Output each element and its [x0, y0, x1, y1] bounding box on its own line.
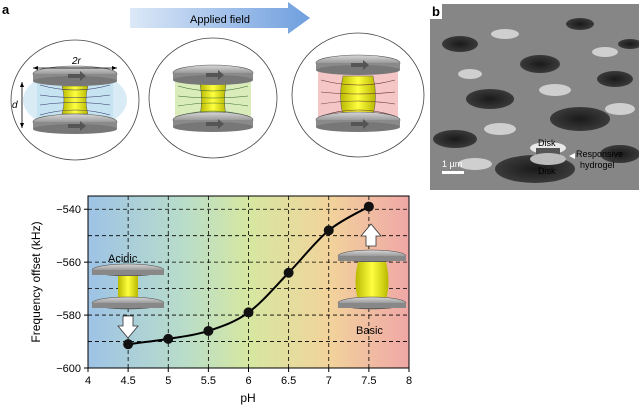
data-point — [283, 267, 294, 278]
sem-hydrogel-label-2: hydrogel — [580, 160, 615, 170]
sem-hydrogel-label-1: Responsive — [576, 149, 623, 159]
y-tick-label: −600 — [56, 363, 81, 375]
ph-frequency-chart: 4 4.5 5 5.5 6 6.5 7 7.5 8 −540 −560 −580 −600 pH Fr… — [29, 195, 412, 405]
highlighted-resonator — [530, 142, 566, 165]
sem-disk-top-label: Disk — [538, 138, 556, 148]
y-axis-ticks: −540 −560 −580 −600 — [56, 204, 88, 375]
scale-bar-label: 1 µm — [442, 159, 462, 169]
x-tick-label: 8 — [406, 375, 412, 387]
panel-b-letter: b — [430, 4, 442, 19]
applied-field-arrow: Applied field — [130, 2, 310, 34]
x-tick-label: 6.5 — [281, 375, 296, 387]
resonator-acidic: 2r d — [10, 39, 140, 161]
x-tick-label: 6 — [245, 375, 251, 387]
x-axis-ticks: 4 4.5 5 5.5 6 6.5 7 7.5 8 — [85, 368, 412, 387]
x-tick-label: 7.5 — [361, 375, 376, 387]
data-point — [243, 307, 254, 318]
data-point — [163, 333, 174, 344]
data-point — [203, 325, 214, 336]
basic-inset: Basic — [337, 223, 407, 337]
x-tick-label: 5.5 — [201, 375, 216, 387]
dim-d-label: d — [12, 100, 18, 111]
sem-image: Disk Responsive hydrogel Disk 1 µm — [430, 4, 639, 190]
x-axis-label: pH — [240, 391, 255, 405]
panel-a-letter: a — [2, 2, 10, 17]
y-axis-label: Frequency offset (kHz) — [29, 221, 43, 342]
data-point — [363, 201, 374, 212]
acidic-inset: Acidic — [91, 253, 165, 339]
acidic-arrow — [117, 315, 139, 339]
resonator-basic — [291, 32, 425, 158]
basic-label: Basic — [356, 325, 383, 337]
data-point — [123, 339, 134, 350]
basic-arrow — [360, 223, 382, 247]
applied-field-label: Applied field — [190, 14, 250, 26]
y-tick-label: −580 — [56, 310, 81, 322]
resonator-neutral — [148, 37, 278, 159]
dim-2r-label: 2r — [71, 56, 82, 67]
series-points — [123, 201, 374, 350]
x-tick-label: 7 — [326, 375, 332, 387]
acidic-label: Acidic — [108, 253, 138, 265]
sem-disk-bottom-label: Disk — [538, 166, 556, 176]
y-tick-label: −560 — [56, 257, 81, 269]
x-tick-label: 4.5 — [120, 375, 135, 387]
x-tick-label: 5 — [165, 375, 171, 387]
y-tick-label: −540 — [56, 204, 81, 216]
x-tick-label: 4 — [85, 375, 91, 387]
scale-bar — [442, 171, 464, 174]
data-point — [323, 225, 334, 236]
